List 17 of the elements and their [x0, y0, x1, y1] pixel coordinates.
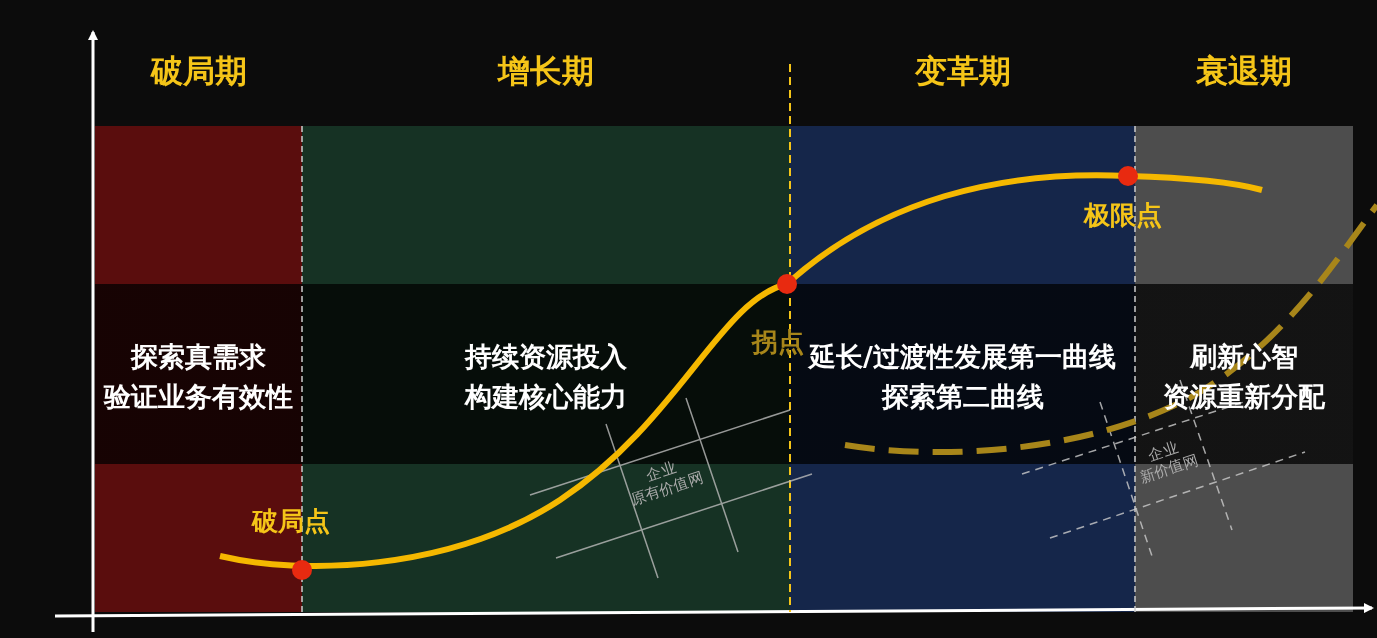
- phase-title: 增长期: [496, 51, 595, 92]
- network-label: 企业 原有价值网: [627, 457, 707, 510]
- phase-description: 验证业务有效性: [104, 380, 293, 414]
- phase-description: 资源重新分配: [1163, 380, 1325, 414]
- point-label: 极限点: [1084, 199, 1162, 232]
- phase-description: 刷新心智: [1190, 340, 1298, 374]
- phase-description: 探索真需求: [131, 340, 266, 374]
- network-label: 企业 新价值网: [1136, 437, 1202, 489]
- point-label: 破局点: [252, 505, 330, 538]
- point-label: 拐点: [752, 326, 804, 359]
- phase-title: 衰退期: [1195, 51, 1293, 92]
- phase-description: 探索第二曲线: [881, 380, 1044, 414]
- phase-description: 延长/过渡性发展第一曲线: [809, 340, 1116, 374]
- phase-title: 变革期: [913, 51, 1012, 92]
- phase-description: 持续资源投入: [465, 340, 627, 374]
- phase-title: 破局期: [149, 51, 248, 92]
- phase-description: 构建核心能力: [465, 380, 627, 414]
